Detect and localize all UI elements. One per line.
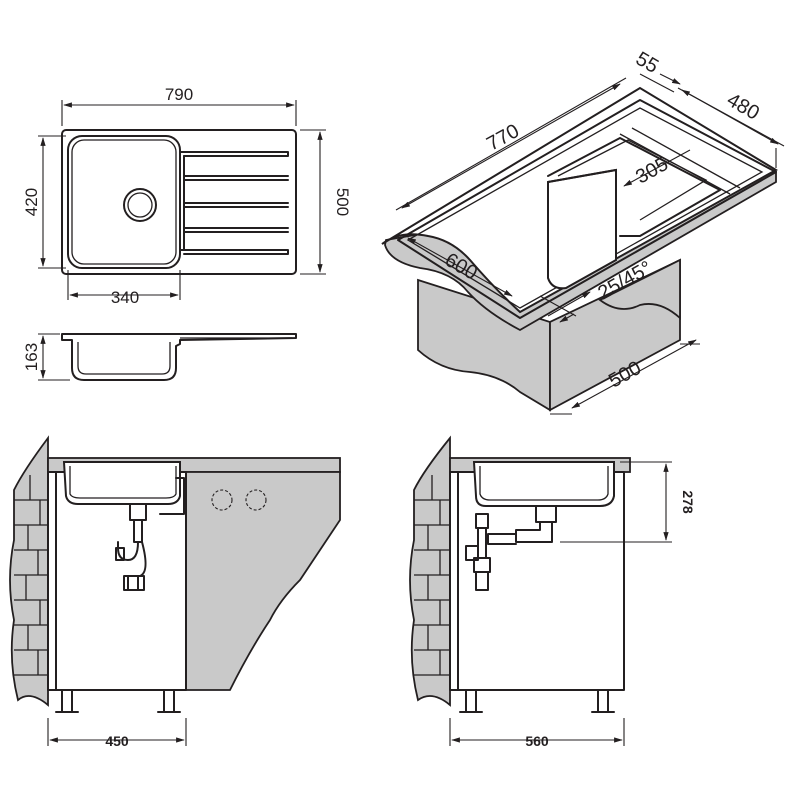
drain-outer bbox=[123, 188, 157, 222]
dim-iso-length: 770 bbox=[483, 120, 523, 155]
dim-bowl-width: 340 bbox=[111, 288, 139, 307]
dim-iso-edge: 55 bbox=[632, 48, 662, 78]
side-sink-bowl bbox=[472, 461, 615, 507]
drainboard-grooves bbox=[179, 151, 289, 255]
brick-wall-left bbox=[9, 435, 49, 707]
side-install-view: 278 560 bbox=[409, 435, 696, 749]
dim-iso-depth: 480 bbox=[723, 89, 763, 125]
side-view: 163 bbox=[22, 333, 297, 381]
front-install-view: 450 bbox=[9, 435, 341, 749]
brick-wall-right bbox=[409, 435, 451, 707]
top-outline bbox=[61, 129, 297, 275]
iso-view: 770 55 480 305 600 25/45° 500 bbox=[381, 48, 785, 415]
dim-front-cabinet-width: 450 bbox=[105, 733, 129, 749]
dim-side-cabinet-width: 560 bbox=[525, 733, 549, 749]
front-sink-bowl bbox=[62, 461, 181, 505]
dim-top-width: 790 bbox=[165, 85, 193, 104]
top-view: 790 500 420 340 bbox=[22, 85, 352, 307]
dim-top-depth: 500 bbox=[333, 188, 352, 216]
dim-side-height: 163 bbox=[22, 343, 41, 371]
side-profile bbox=[61, 333, 297, 381]
drain-inner bbox=[127, 192, 153, 218]
cabinet-cutaway bbox=[185, 471, 341, 691]
dim-bowl-depth: 420 bbox=[22, 188, 41, 216]
top-bowl-inner bbox=[71, 139, 177, 265]
dim-side-install-height: 278 bbox=[680, 490, 696, 514]
